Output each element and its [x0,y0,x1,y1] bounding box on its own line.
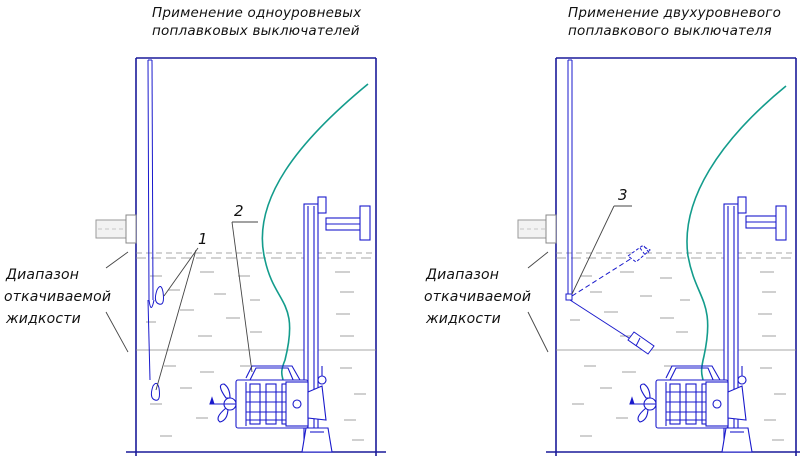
left-callout-1: 1 [198,230,208,248]
right-callout-3: 3 [618,186,628,204]
right-float-cable [565,59,655,355]
right-range-label-line3: жидкости [426,311,501,327]
right-range-leaders [527,251,549,353]
left-inlet-pipe [95,214,137,244]
left-tank [126,57,386,456]
left-callout-2: 2 [234,202,244,220]
left-range-leaders [105,251,129,353]
right-title-line2: поплавкового выключателя [568,23,772,39]
left-float-cables [147,59,164,401]
right-title-line1: Применение двухуровневого [568,5,782,21]
left-callout-1-leaders [155,247,199,391]
right-pump [629,365,747,429]
left-title-line2: поплавковых выключателей [152,23,360,39]
right-water [556,252,796,441]
left-pump [209,365,327,429]
right-range-label-line2: откачиваемой [424,289,532,305]
left-range-label-line1: Диапазон [6,267,80,283]
left-range-label-line2: откачиваемой [4,289,112,305]
right-tank [546,57,800,456]
left-water [136,252,376,441]
left-title-line1: Применение одноуровневых [152,5,362,21]
right-range-label-line1: Диапазон [426,267,500,283]
right-callout-3-leader [571,205,632,295]
right-inlet-pipe [517,214,557,244]
left-callout-2-leader [231,221,258,373]
left-range-label-line3: жидкости [6,311,81,327]
